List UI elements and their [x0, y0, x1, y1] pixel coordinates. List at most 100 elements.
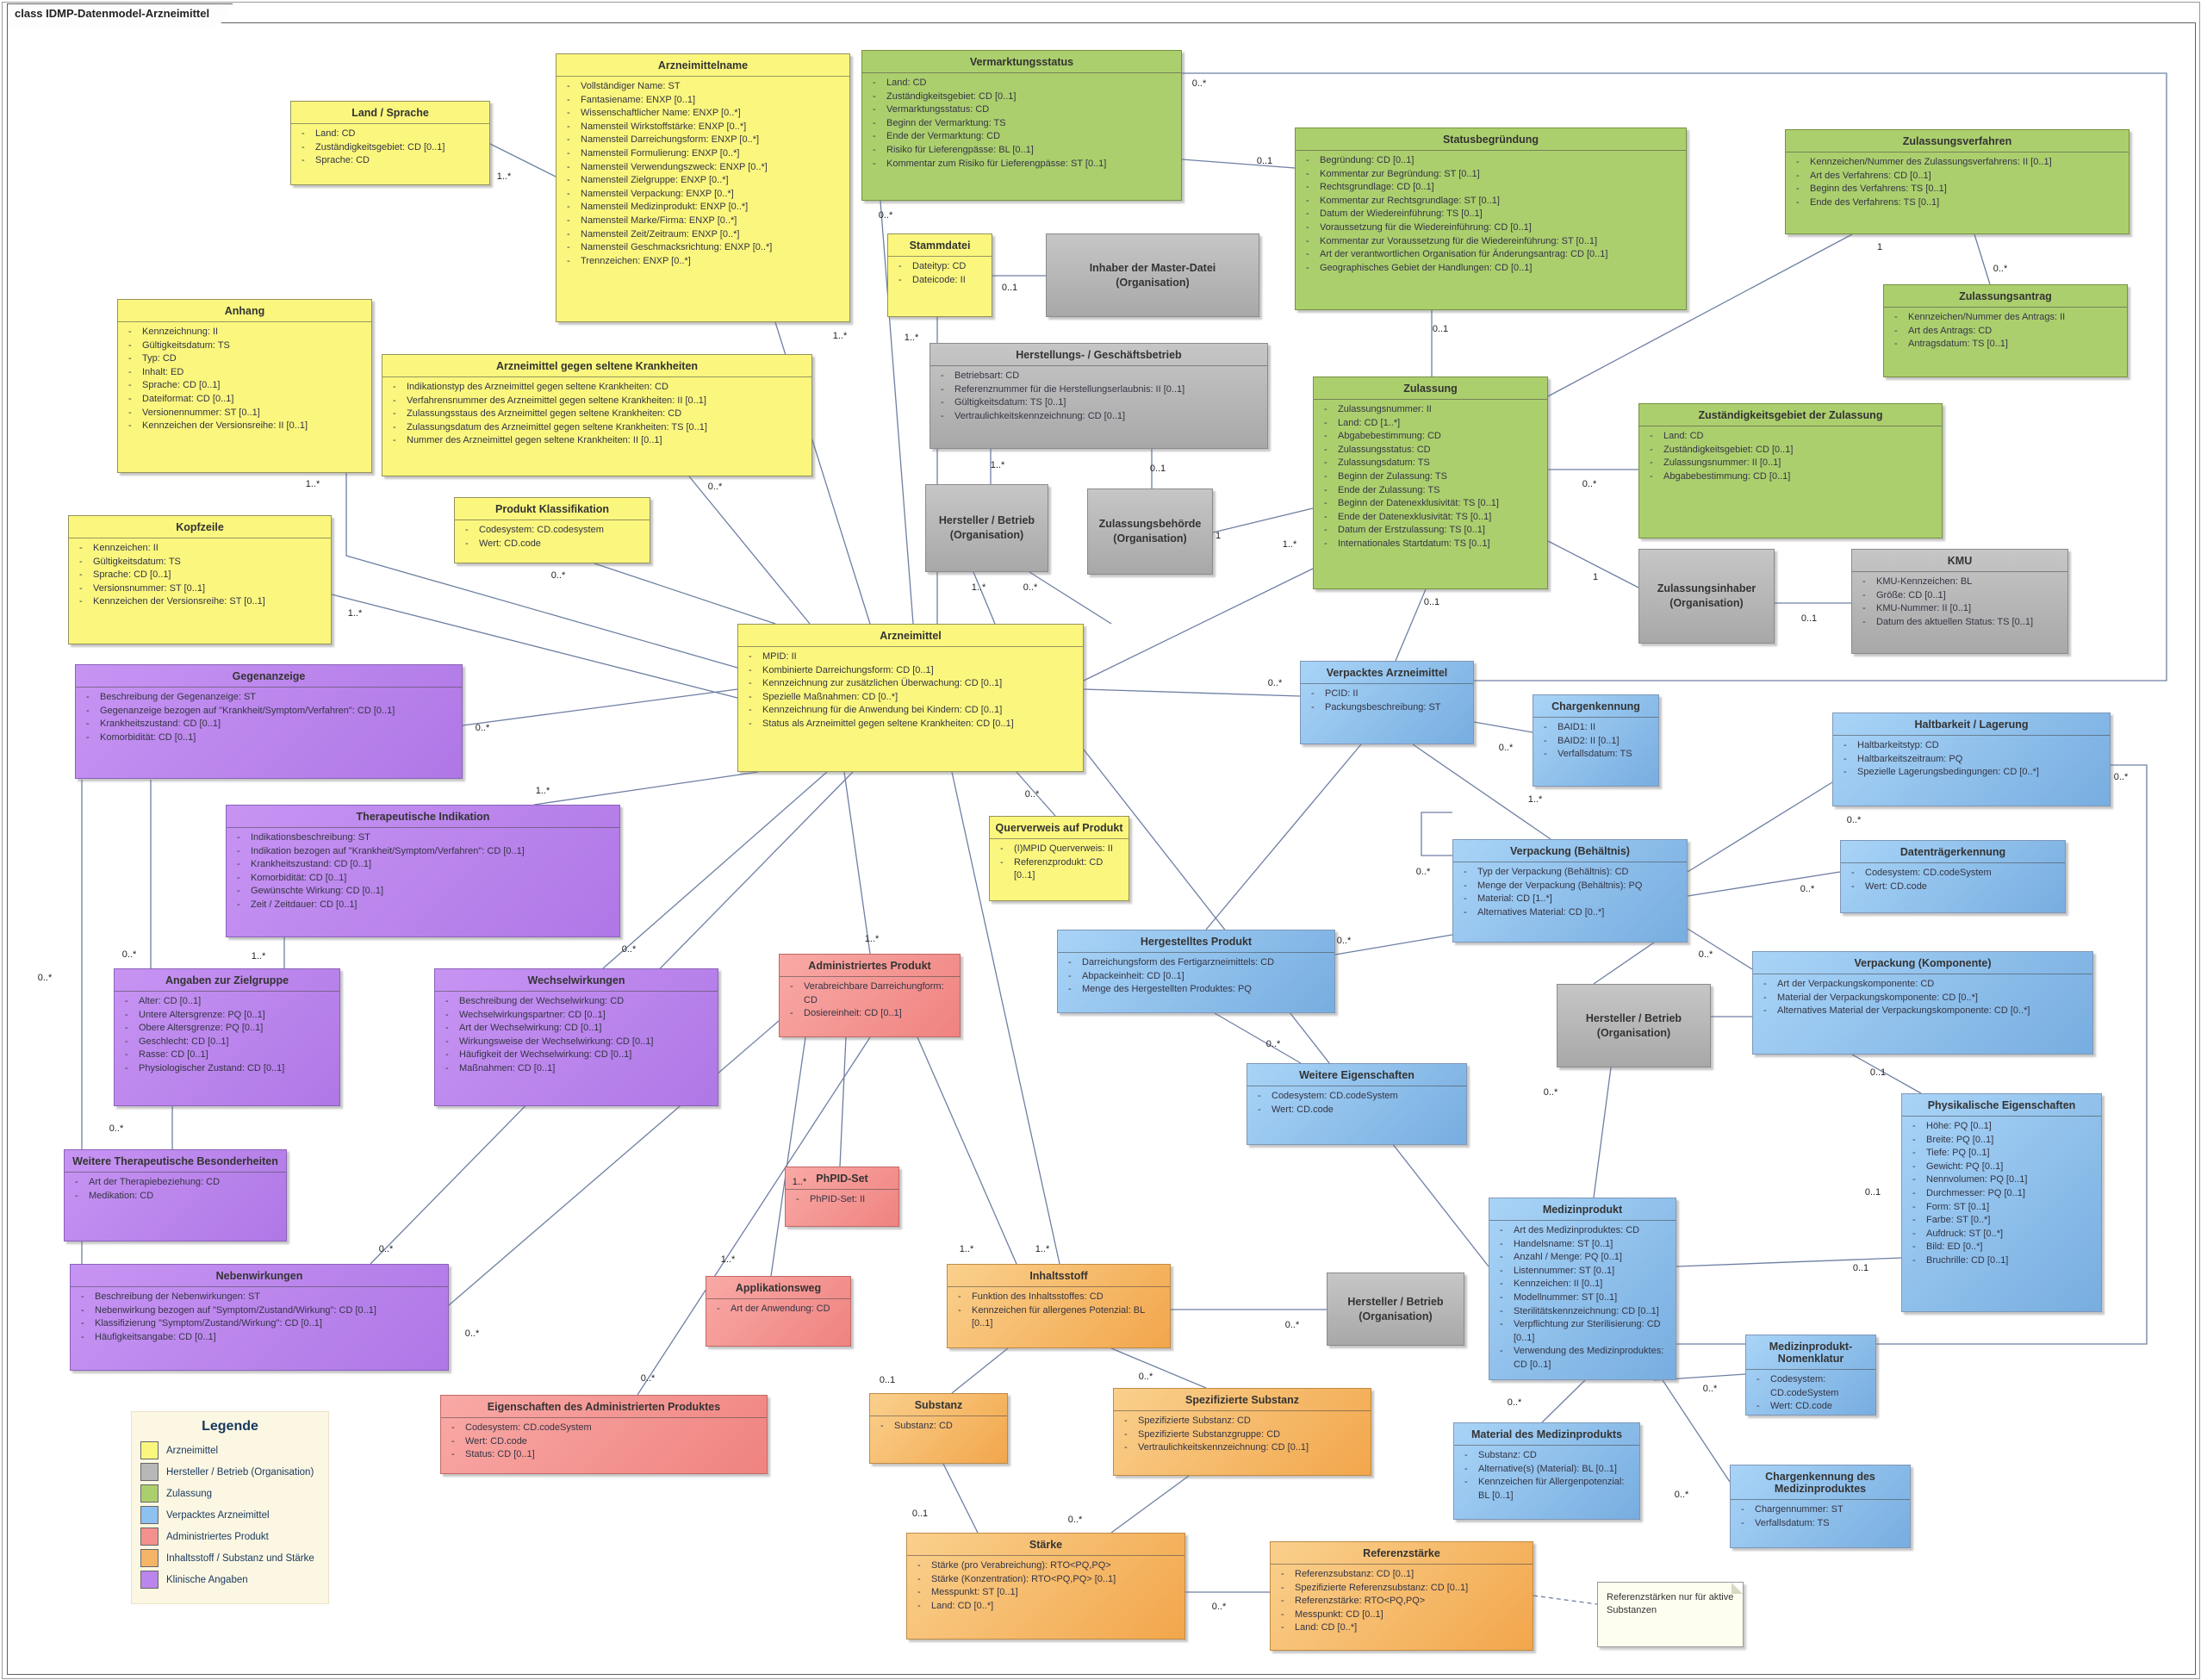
attribute: -Dateicode: II: [888, 274, 992, 288]
multiplicity-label: 0..1: [1256, 156, 1273, 166]
class-weitere-therapeutische-besonderheiten[interactable]: Weitere Therapeutische Besonderheiten-Ar…: [64, 1149, 287, 1241]
attribute-compartment: -Referenzsubstanz: CD [0..1]-Spezifizier…: [1271, 1564, 1533, 1635]
class-hergestelltes-produkt[interactable]: Hergestelltes Produkt-Darreichungsform d…: [1057, 930, 1335, 1013]
class-title: Arzneimittel gegen seltene Krankheiten: [495, 360, 699, 372]
class-therapeutische-indikation[interactable]: Therapeutische Indikation-Indikationsbes…: [226, 805, 620, 937]
class-wechselwirkungen[interactable]: Wechselwirkungen-Beschreibung der Wechse…: [434, 968, 718, 1106]
class-verpacktes-arzneimittel[interactable]: Verpacktes Arzneimittel-PCID: II-Packung…: [1300, 661, 1474, 744]
class-hersteller-betrieb-1[interactable]: Hersteller / Betrieb(Organisation): [925, 484, 1048, 572]
multiplicity-label: 0..*: [1336, 936, 1352, 946]
class-zulassungsbehoerde[interactable]: Zulassungsbehörde(Organisation): [1087, 488, 1213, 575]
attribute-dash: -: [1796, 184, 1800, 195]
attribute-dash: -: [898, 261, 902, 271]
class-title: Anhang: [224, 305, 265, 317]
attribute-compartment: -Alter: CD [0..1]-Untere Altersgrenze: P…: [115, 991, 339, 1076]
attribute-text: Datum der Wiedereinführung: TS [0..1]: [1320, 208, 1483, 220]
class-hersteller-betrieb-2[interactable]: Hersteller / Betrieb(Organisation): [1557, 984, 1711, 1067]
class-zulassungsinhaber[interactable]: Zulassungsinhaber(Organisation): [1638, 549, 1775, 644]
class-material-des-medizinprodukts[interactable]: Material des Medizinprodukts-Substanz: C…: [1453, 1422, 1640, 1520]
attribute-text: Komorbidität: CD [0..1]: [100, 731, 196, 743]
class-zulassung[interactable]: Zulassung-Zulassungsnummer: II-Land: CD …: [1313, 376, 1548, 589]
attribute: -Kommentar zur Begründung: ST [0..1]: [1296, 168, 1686, 182]
class-arzneimittel[interactable]: Arzneimittel-MPID: II-Kombinierte Darrei…: [737, 624, 1084, 772]
class-gegenanzeige[interactable]: Gegenanzeige-Beschreibung der Gegenanzei…: [75, 664, 463, 779]
class-staerke[interactable]: Stärke-Stärke (pro Verabreichung): RTO<P…: [906, 1533, 1185, 1640]
attribute-compartment: -Funktion des Inhaltsstoffes: CD-Kennzei…: [948, 1286, 1170, 1331]
attribute-text: Wert: CD.code: [465, 1435, 527, 1447]
attribute-text: Gültigkeitsdatum: TS: [93, 556, 181, 567]
class-title: Zulassungsverfahren: [1902, 135, 2012, 147]
class-administriertes-produkt[interactable]: Administriertes Produkt-Verabreichbare D…: [779, 954, 961, 1037]
attribute: -Land: CD: [862, 77, 1181, 90]
class-substanz[interactable]: Substanz-Substanz: CD: [869, 1393, 1008, 1464]
attribute-dash: -: [125, 1063, 128, 1074]
multiplicity-label: 0..*: [378, 1244, 394, 1254]
attribute-dash: -: [1862, 616, 1866, 627]
legend-item-label: Klinische Angaben: [166, 1574, 248, 1585]
class-querverweis-auf-produkt[interactable]: Querverweis auf Produkt-(I)MPID Querverw…: [989, 816, 1129, 901]
class-medizinprodukt-nomenklatur[interactable]: Medizinprodukt-Nomenklatur-Codesystem: C…: [1745, 1335, 1876, 1416]
class-verpackung-behaeltnis[interactable]: Verpackung (Behältnis)-Typ der Verpackun…: [1452, 839, 1688, 943]
attribute-dash: -: [1763, 979, 1767, 989]
class-inhaber-der-master-datei[interactable]: Inhaber der Master-Datei(Organisation): [1046, 233, 1259, 317]
class-land-sprache[interactable]: Land / Sprache-Land: CD-Zuständigkeitsge…: [290, 101, 490, 185]
class-kmu[interactable]: KMU-KMU-Kennzeichen: BL-Größe: CD [0..1]…: [1851, 549, 2068, 654]
class-arzneimittel-seltene-krankheiten[interactable]: Arzneimittel gegen seltene Krankheiten-I…: [382, 354, 812, 476]
attribute: -Physiologischer Zustand: CD [0..1]: [115, 1062, 339, 1076]
attribute-dash: -: [1324, 511, 1327, 522]
class-stammdatei[interactable]: Stammdatei-Dateityp: CD-Dateicode: II: [887, 233, 992, 317]
class-zulassungsverfahren[interactable]: Zulassungsverfahren-Kennzeichen/Nummer d…: [1785, 129, 2129, 234]
class-datentraegerkennung[interactable]: Datenträgerkennung-Codesystem: CD.codeSy…: [1840, 840, 2066, 913]
class-chargenkennung[interactable]: Chargenkennung-BAID1: II-BAID2: II [0..1…: [1533, 694, 1659, 787]
class-produkt-klassifikation[interactable]: Produkt Klassifikation-Codesystem: CD.co…: [454, 497, 650, 563]
multiplicity-label: 0..*: [109, 1123, 124, 1134]
attribute-dash: -: [125, 1049, 128, 1061]
attribute-compartment: -Kennzeichnung: II-Gültigkeitsdatum: TS-…: [118, 321, 371, 433]
class-haltbarkeit-lagerung[interactable]: Haltbarkeit / Lagerung-Haltbarkeitstyp: …: [1832, 712, 2111, 806]
legend-swatch: [140, 1463, 159, 1481]
multiplicity-label: 0..*: [475, 723, 490, 733]
attribute-dash: -: [567, 175, 570, 186]
association-line: [1334, 934, 1453, 955]
class-applikationsweg[interactable]: Applikationsweg-Art der Anwendung: CD: [706, 1276, 851, 1347]
attribute-compartment: -Kennzeichen: II-Gültigkeitsdatum: TS-Sp…: [69, 538, 331, 609]
class-statusbegruendung[interactable]: Statusbegründung-Begründung: CD [0..1]-K…: [1295, 128, 1687, 310]
class-title: Zulassungsantrag: [1959, 290, 2052, 302]
class-chargenkennung-des-medizinproduktes[interactable]: Chargenkennung des Medizinproduktes-Char…: [1730, 1465, 1911, 1548]
class-physikalische-eigenschaften[interactable]: Physikalische Eigenschaften-Höhe: PQ [0.…: [1901, 1093, 2102, 1312]
class-hersteller-betrieb-3[interactable]: Hersteller / Betrieb(Organisation): [1327, 1272, 1464, 1346]
class-weitere-eigenschaften[interactable]: Weitere Eigenschaften-Codesystem: CD.cod…: [1247, 1063, 1467, 1145]
multiplicity-label: 0..*: [707, 482, 723, 492]
class-medizinprodukt[interactable]: Medizinprodukt-Art des Medizinproduktes:…: [1489, 1198, 1676, 1380]
class-anhang[interactable]: Anhang -Kennzeichnung: II-Gültigkeitsdatu…: [117, 299, 372, 473]
attribute-compartment: -Verabreichbare Darreichungform: CD-Dosi…: [780, 976, 960, 1021]
multiplicity-label: 0..*: [1284, 1320, 1300, 1330]
attribute-dash: -: [567, 228, 570, 240]
attribute: -Kennzeichnung für die Anwendung bei Kin…: [738, 704, 1083, 718]
class-eigenschaften-des-administrierten-produktes[interactable]: Eigenschaften des Administrierten Produk…: [440, 1395, 768, 1474]
class-inhaltsstoff[interactable]: Inhaltsstoff-Funktion des Inhaltsstoffes…: [947, 1264, 1171, 1348]
attribute-text: Messpunkt: ST [0..1]: [931, 1587, 1018, 1598]
class-kopfzeile[interactable]: Kopfzeile-Kennzeichen: II-Gültigkeitsdat…: [68, 515, 332, 644]
class-vermarktungsstatus[interactable]: Vermarktungsstatus-Land: CD-Zuständigkei…: [861, 50, 1182, 201]
class-zulassungsantrag[interactable]: Zulassungsantrag -Kennzeichen/Nummer des …: [1883, 284, 2128, 377]
attribute-text: Land: CD: [1663, 431, 1704, 441]
class-herstellungs-geschaeftsbetrieb[interactable]: Herstellungs- / Geschäftsbetrieb-Betrieb…: [930, 343, 1268, 449]
attribute-text: Namensteil Wirkstoffstärke: ENXP [0..*]: [581, 121, 747, 132]
class-verpackung-komponente[interactable]: Verpackung (Komponente)-Art der Verpacku…: [1752, 951, 2093, 1055]
attribute-compartment: -Kennzeichen/Nummer des Antrags: II-Art …: [1884, 307, 2127, 352]
class-zustaendigkeitsgebiet-der-zulassung[interactable]: Zuständigkeitsgebiet der Zulassung-Land:…: [1638, 403, 1943, 538]
attribute-text: Alternative(s) (Material): BL [0..1]: [1478, 1463, 1617, 1474]
class-referenzstaerke[interactable]: Referenzstärke-Referenzsubstanz: CD [0..…: [1270, 1541, 1533, 1651]
class-angaben-zur-zielgruppe[interactable]: Angaben zur Zielgruppe-Alter: CD [0..1]-…: [114, 968, 340, 1106]
attribute-dash: -: [451, 1422, 455, 1433]
attribute-dash: -: [1741, 1504, 1744, 1515]
class-phpid-set[interactable]: PhPID-Set-PhPID-Set: II: [785, 1167, 899, 1227]
attribute: -Stärke (Konzentration): RTO<PQ,PQ> [0..…: [907, 1573, 1184, 1587]
attribute: -Dateiformat: CD [0..1]: [118, 393, 371, 407]
class-arzneimittelname[interactable]: Arzneimittelname-Vollständiger Name: ST-…: [556, 53, 850, 322]
class-nebenwirkungen[interactable]: Nebenwirkungen-Beschreibung der Nebenwir…: [70, 1264, 449, 1371]
attribute-dash: -: [128, 339, 132, 351]
class-title: PhPID-Set: [816, 1173, 868, 1185]
class-spezifizierte-substanz[interactable]: Spezifizierte Substanz-Spezifizierte Sub…: [1113, 1388, 1371, 1476]
